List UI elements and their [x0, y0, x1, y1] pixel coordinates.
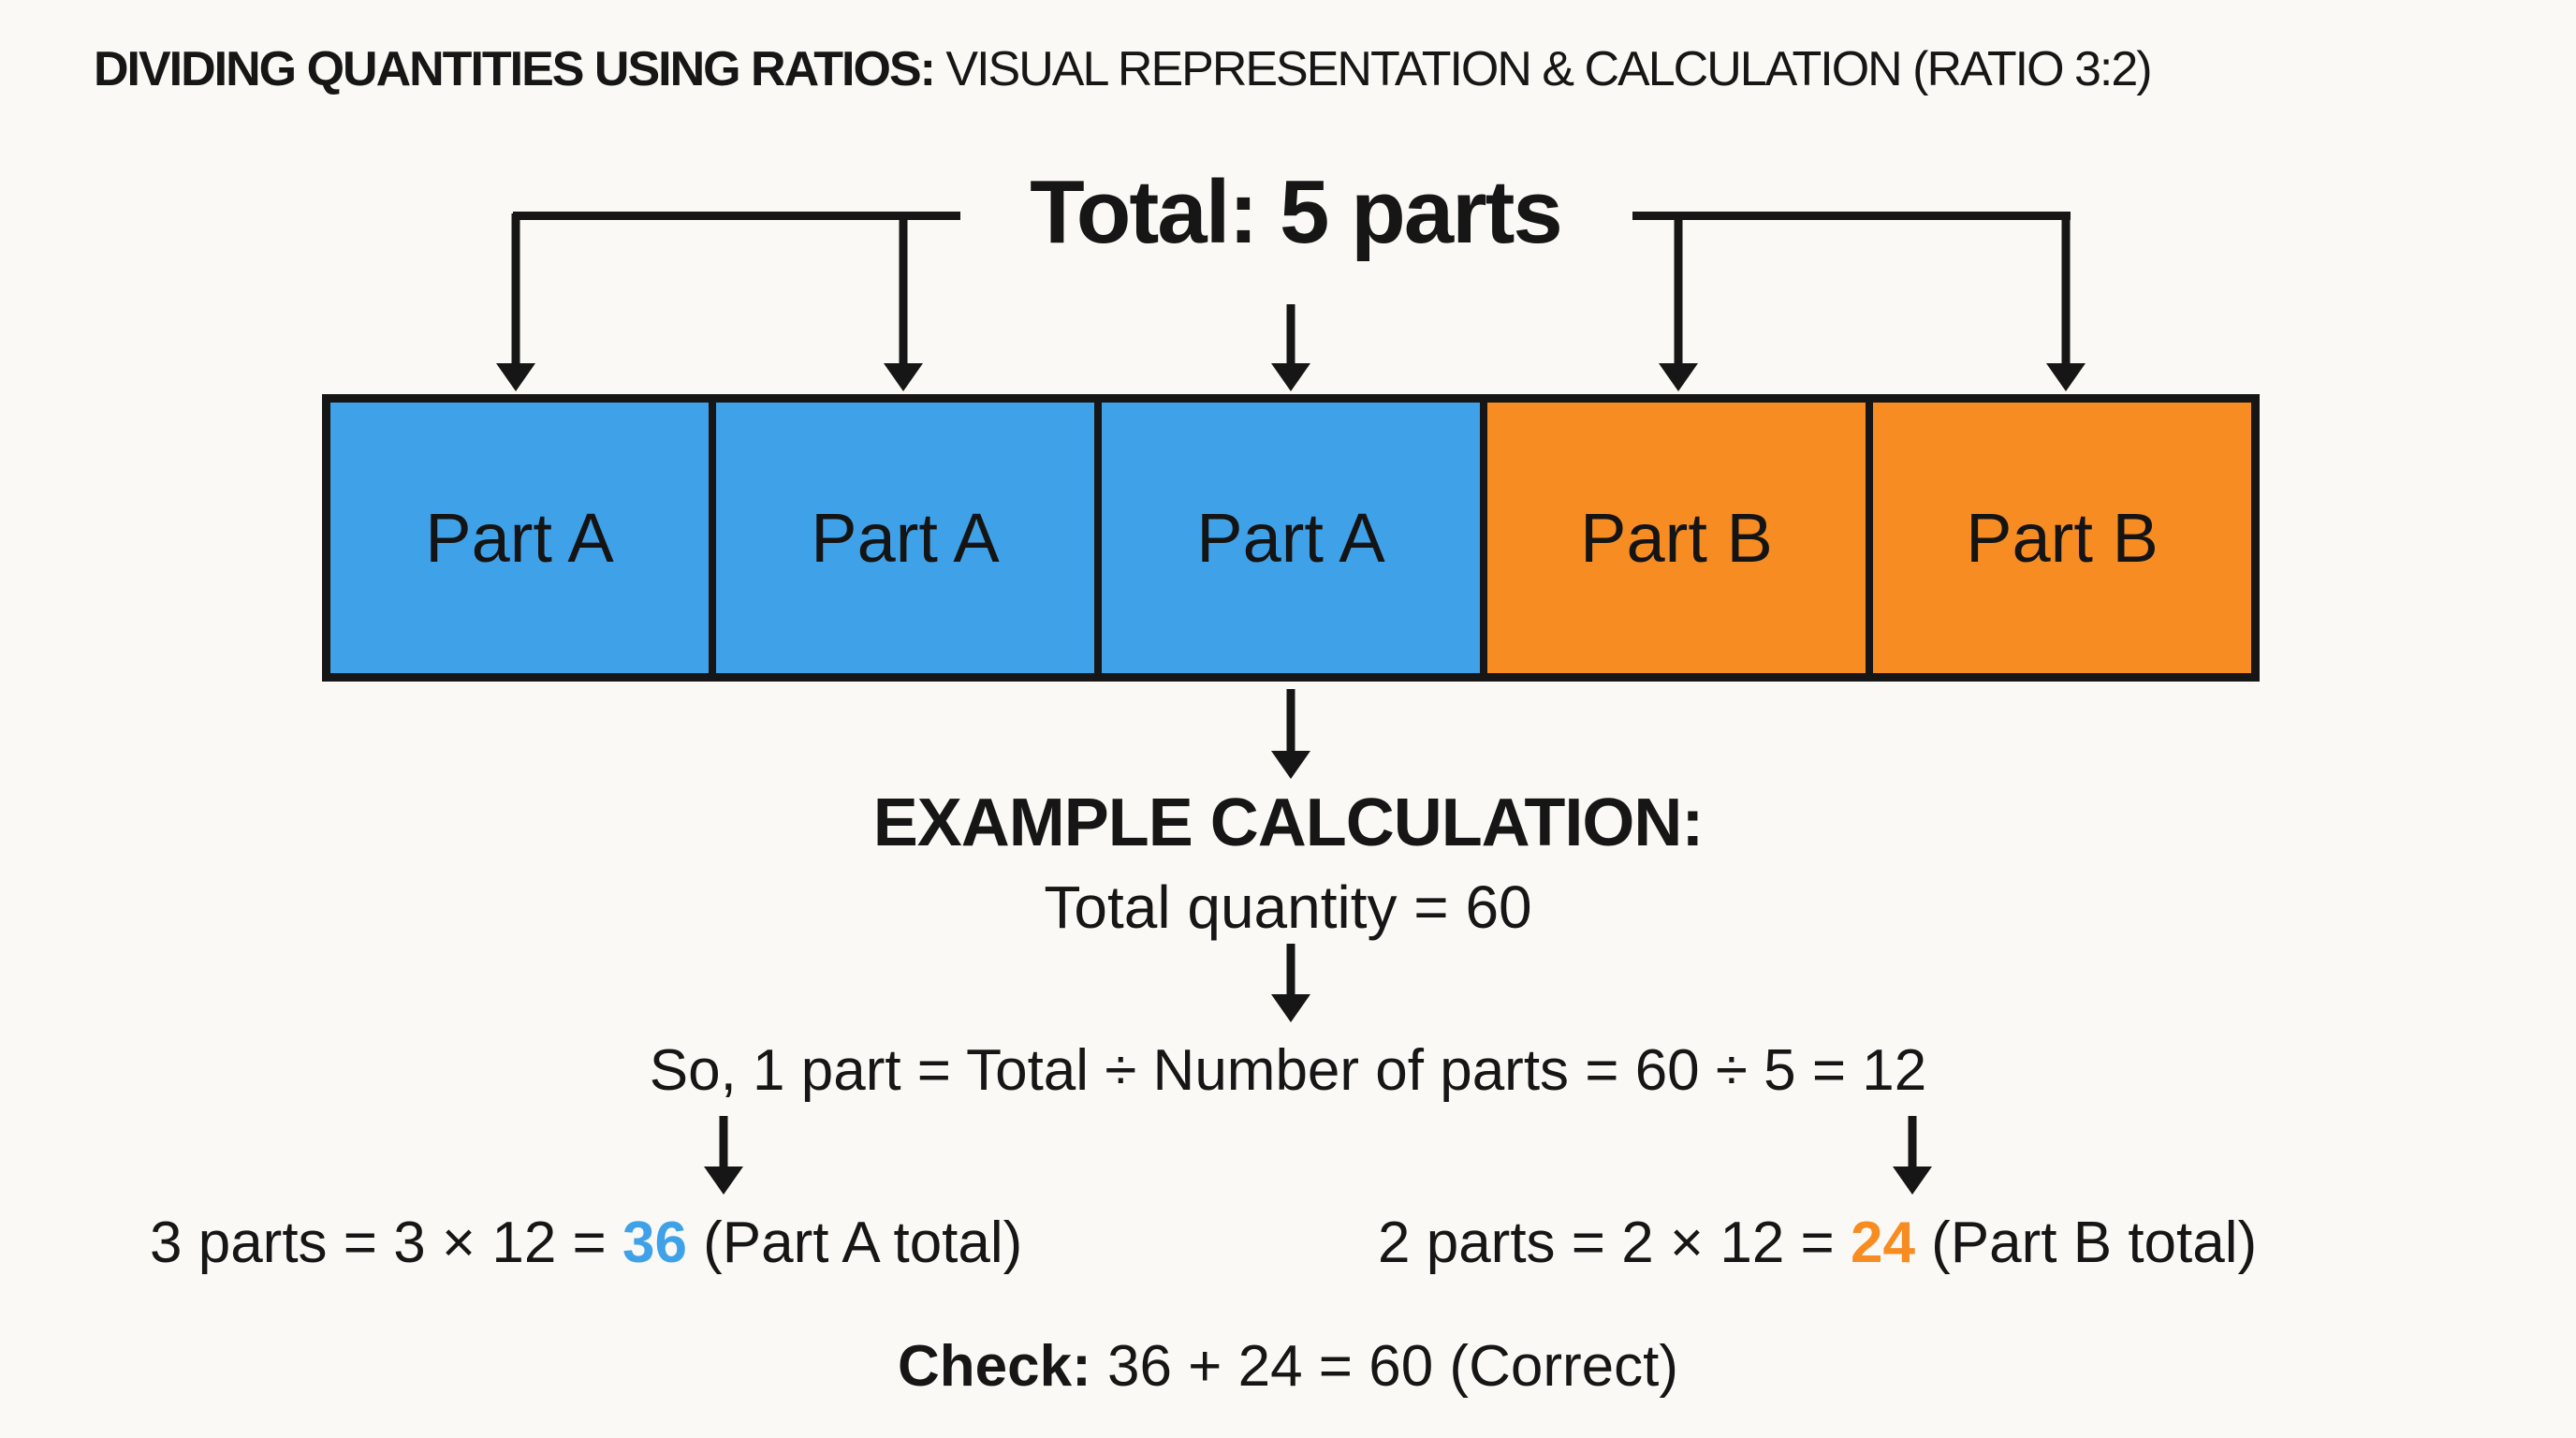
check-line: Check: 36 + 24 = 60 (Correct)	[0, 1333, 2576, 1400]
arrowhead-icon	[1659, 363, 1698, 391]
part-a-equation: 3 parts = 3 × 12 =	[150, 1211, 622, 1275]
page-title-topic: DIVIDING QUANTITIES USING RATIOS:	[94, 42, 936, 96]
check-equation: 36 + 24 = 60 (Correct)	[1090, 1334, 1678, 1399]
page-title: DIVIDING QUANTITIES USING RATIOS: VISUAL…	[94, 41, 2153, 97]
bar-segment-part-b-1: Part B	[1480, 403, 1866, 673]
part-a-total-line: 3 parts = 3 × 12 = 36 (Part A total)	[150, 1210, 1022, 1276]
down-arrow-segment-3	[1270, 304, 1311, 391]
part-b-total-line: 2 parts = 2 × 12 = 24 (Part B total)	[1378, 1210, 2257, 1276]
bracket-line-right	[1632, 212, 2071, 220]
part-a-equation-suffix: (Part A total)	[686, 1211, 1023, 1275]
down-arrow-segment-2	[883, 213, 924, 391]
bar-segment-part-a-3: Part A	[1094, 403, 1480, 673]
page-title-subtitle: VISUAL REPRESENTATION & CALCULATION (RAT…	[933, 42, 2152, 96]
ratio-bar: Part A Part A Part A Part B Part B	[322, 394, 2260, 682]
bracket-line-left	[513, 212, 960, 220]
down-arrow-to-calculation	[1270, 689, 1311, 779]
one-part-line: So, 1 part = Total ÷ Number of parts = 6…	[649, 1038, 1927, 1103]
arrowhead-icon	[1893, 1167, 1932, 1195]
check-label: Check:	[898, 1334, 1091, 1399]
down-arrow-segment-1	[495, 213, 536, 391]
bar-segment-part-a-1: Part A	[330, 403, 709, 673]
total-quantity-line: Total quantity = 60	[1044, 873, 1532, 941]
down-arrow-to-part-a	[703, 1116, 744, 1195]
arrowhead-icon	[2046, 363, 2086, 391]
arrowhead-icon	[1271, 751, 1310, 779]
total-parts-label: Total: 5 parts	[1030, 162, 1563, 262]
bar-segment-part-b-2: Part B	[1866, 403, 2251, 673]
arrowhead-icon	[884, 363, 923, 391]
part-b-total-value: 24	[1850, 1211, 1915, 1275]
arrowhead-icon	[1271, 363, 1310, 391]
arrowhead-icon	[1271, 994, 1310, 1022]
calculation-heading: EXAMPLE CALCULATION:	[872, 785, 1705, 860]
part-b-equation-suffix: (Part B total)	[1914, 1211, 2258, 1275]
down-arrow-to-one-part	[1270, 944, 1311, 1022]
part-a-total-value: 36	[622, 1211, 687, 1275]
down-arrow-segment-4	[1658, 213, 1699, 391]
arrowhead-icon	[496, 363, 535, 391]
arrowhead-icon	[704, 1167, 743, 1195]
down-arrow-segment-5	[2045, 213, 2086, 391]
bar-segment-part-a-2: Part A	[709, 403, 1094, 673]
down-arrow-to-part-b	[1892, 1116, 1933, 1195]
part-b-equation: 2 parts = 2 × 12 =	[1378, 1211, 1851, 1275]
